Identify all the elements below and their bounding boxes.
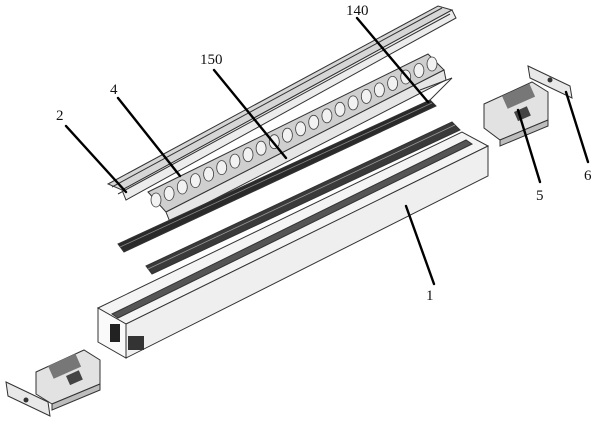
clip-tooth — [255, 140, 267, 156]
body-pocket — [128, 336, 144, 350]
label-1: 1 — [426, 288, 434, 304]
clip-tooth — [150, 192, 162, 208]
clip-strip — [147, 53, 447, 223]
upper-rod — [117, 99, 437, 253]
label-150: 150 — [200, 52, 223, 68]
clip-tooth — [413, 63, 425, 78]
label-5: 5 — [536, 188, 544, 204]
label-6: 6 — [584, 168, 592, 184]
clip-tooth — [203, 166, 215, 182]
main-body — [96, 131, 490, 359]
clip-tooth — [281, 127, 293, 143]
clip-tooth — [295, 121, 307, 137]
leader-2 — [64, 124, 128, 194]
label-2: 2 — [56, 108, 64, 124]
clip-tooth — [387, 76, 399, 91]
end-connector-left — [35, 349, 101, 411]
clip-tooth — [347, 95, 359, 111]
end-connector-right — [483, 81, 549, 147]
end-plate-left — [5, 381, 51, 417]
clip-tooth — [176, 179, 188, 195]
clip-tooth — [216, 160, 228, 176]
clip-tooth — [308, 114, 320, 130]
thin-leader-a — [419, 77, 453, 91]
lower-rod — [145, 121, 461, 275]
leader-5 — [516, 108, 542, 184]
top-rail — [106, 5, 457, 201]
clip-tooth — [321, 108, 333, 124]
end-plate-right — [527, 65, 573, 99]
leader-150 — [212, 68, 288, 160]
clip-tooth — [426, 56, 438, 72]
clip-tooth — [189, 173, 201, 189]
clip-tooth — [334, 101, 346, 117]
clip-tooth — [373, 82, 385, 98]
thin-leader-b — [425, 77, 453, 105]
clip-teeth — [150, 56, 438, 208]
clip-tooth — [163, 186, 175, 201]
body-slot — [110, 324, 120, 342]
label-4: 4 — [110, 82, 118, 98]
leader-6 — [564, 90, 590, 164]
leader-4 — [116, 96, 182, 178]
label-140: 140 — [346, 3, 369, 19]
clip-tooth — [229, 153, 241, 169]
leader-140 — [355, 16, 430, 104]
clip-tooth — [242, 147, 254, 163]
leader-1 — [404, 204, 436, 286]
clip-tooth — [360, 89, 372, 104]
